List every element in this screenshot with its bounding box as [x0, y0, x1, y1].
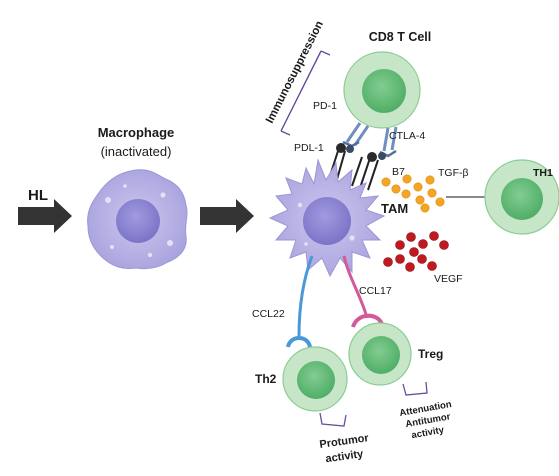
attenuation-bracket [402, 381, 428, 396]
pd1-receptor [342, 122, 370, 148]
pd1-label: PD-1 [313, 100, 337, 112]
cd8-t-cell [343, 51, 421, 129]
th1-cell [484, 159, 559, 235]
th1-nucleus [501, 178, 543, 220]
treg-label: Treg [418, 347, 443, 361]
macrophage-title: Macrophage [98, 125, 175, 140]
ctla4-label: CTLA-4 [389, 130, 425, 142]
ccl22-label: CCL22 [252, 308, 285, 320]
attenuation-text: Attenuation Antitumor activity [399, 399, 453, 441]
tgf-beta-label: TGF-β [438, 167, 469, 179]
immunosuppression-bracket [280, 50, 331, 136]
tgf-beta-dots [381, 174, 445, 213]
macrophage-state: (inactivated) [101, 144, 172, 159]
protumor-bracket [319, 412, 347, 427]
activation-arrow [200, 199, 254, 233]
th2-cell [282, 346, 348, 412]
treg-cell [348, 322, 412, 386]
hl-arrow [18, 199, 72, 233]
vegf-dots [383, 231, 449, 272]
protumor-line1: Protumor [319, 432, 370, 451]
cd8-nucleus [362, 69, 406, 113]
pdl1-label: PDL-1 [294, 142, 324, 154]
th2-nucleus [297, 361, 335, 399]
th2-label: Th2 [255, 372, 277, 386]
protumor-text: Protumor activity [319, 432, 370, 465]
ccl17-label: CCL17 [359, 285, 392, 297]
b7-ligand [351, 152, 386, 191]
th1-label: TH1 [533, 167, 553, 179]
cd8-label: CD8 T Cell [369, 30, 432, 44]
inactivated-macrophage [87, 169, 188, 270]
tam-cell [268, 158, 386, 278]
hl-label: HL [28, 187, 48, 204]
tam-label: TAM [381, 201, 408, 216]
vegf-label: VEGF [434, 273, 463, 285]
tam-nucleus [303, 197, 351, 245]
protumor-line2: activity [325, 448, 365, 465]
ccl17-pathway [342, 255, 384, 328]
b7-label: B7 [392, 166, 405, 178]
ccl22-pathway [286, 255, 314, 348]
treg-nucleus [362, 336, 400, 374]
macrophage-nucleus [116, 199, 160, 243]
